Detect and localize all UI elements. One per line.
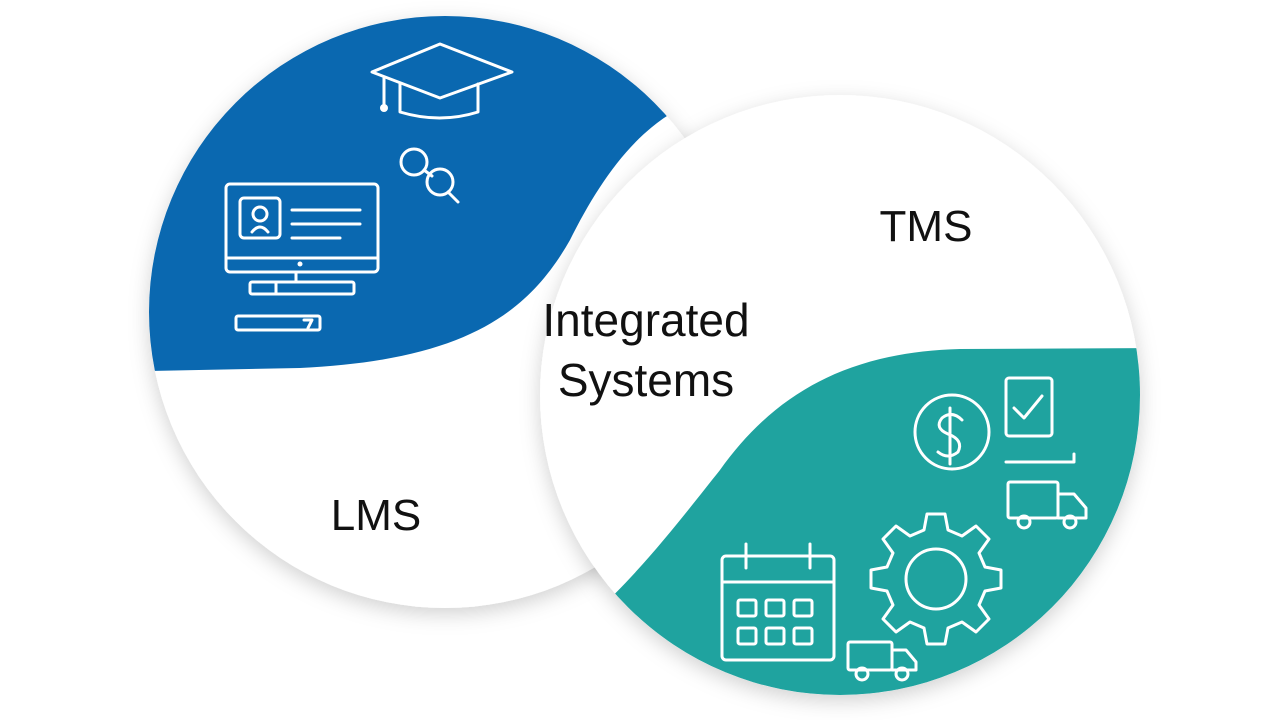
graduation-cap-icon [370, 42, 514, 120]
center-title-line1: Integrated [542, 294, 749, 346]
tms-teal-region [560, 348, 1140, 695]
tms-circle [540, 95, 1140, 695]
checklist-icon [1004, 376, 1076, 464]
dollar-icon [913, 393, 991, 471]
calendar-icon [720, 542, 836, 662]
small-truck-icon [846, 640, 918, 682]
center-title-line2: Systems [558, 354, 734, 406]
tms-label: TMS [880, 202, 973, 251]
link-icon [399, 147, 460, 204]
lms-blue-region [149, 16, 700, 372]
lms-label: LMS [331, 491, 421, 540]
gear-icon [869, 512, 1003, 646]
truck-icon [1006, 480, 1088, 530]
monitor-icon [224, 182, 380, 332]
